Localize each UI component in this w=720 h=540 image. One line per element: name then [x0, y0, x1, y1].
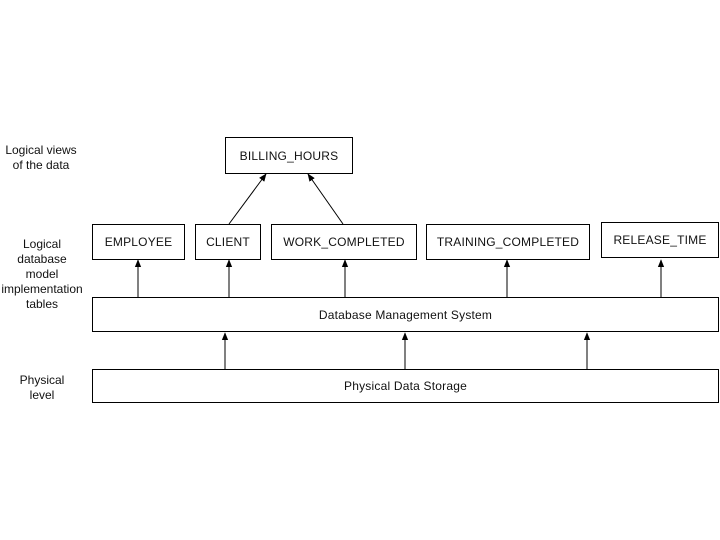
- table-client: CLIENT: [195, 224, 261, 260]
- arrow-client-to-billing-hours: [228, 173, 267, 225]
- label-logical-views: Logical views of the data: [5, 143, 77, 172]
- layer-physical-data-storage: Physical Data Storage: [92, 369, 719, 403]
- label-physical-level: Physical level: [19, 373, 65, 402]
- layer-database-management-system: Database Management System: [92, 297, 719, 332]
- view-billing-hours: BILLING_HOURS: [225, 137, 353, 174]
- table-training-completed: TRAINING_COMPLETED: [426, 224, 590, 260]
- table-work-completed: WORK_COMPLETED: [271, 224, 417, 260]
- table-employee: EMPLOYEE: [92, 224, 185, 260]
- arrow-work-completed-to-billing-hours: [307, 173, 344, 225]
- table-release-time: RELEASE_TIME: [601, 222, 719, 258]
- label-logical-model: Logical database model implementation ta…: [1, 237, 83, 311]
